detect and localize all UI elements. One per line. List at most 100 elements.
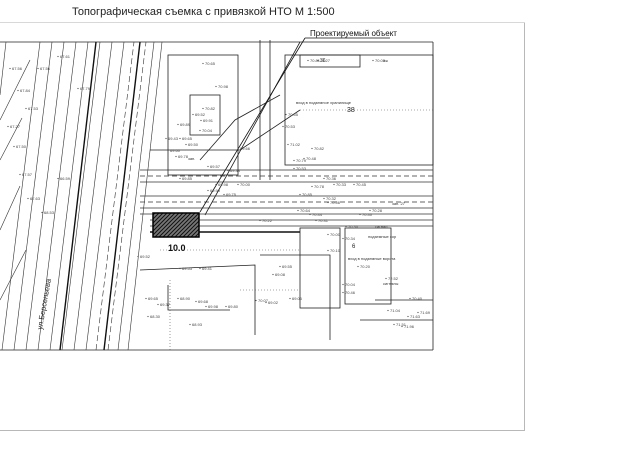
elevation-label: 67.79 (80, 86, 91, 91)
projected-object-label: Проектируемый объект (310, 29, 397, 38)
elevation-label: 69.53 (182, 266, 193, 271)
elevation-label: 70.04 (345, 282, 356, 287)
elevation-label: 69.98 (208, 304, 219, 309)
elevation-point (323, 197, 325, 200)
elevation-point (199, 129, 201, 132)
elevation-point (323, 177, 325, 180)
elevation-label: 69.89 (180, 122, 191, 127)
elevation-point (272, 273, 274, 276)
elevation-label: 70.53 (285, 124, 296, 129)
elevation-point (359, 213, 361, 216)
elevation-label: 70.40 (412, 296, 423, 301)
elevation-label: 70.78 (314, 184, 325, 189)
elevation-point (327, 249, 329, 252)
elevation-label: 72.52 (388, 276, 399, 281)
annotation-labels: вход в подземное хранилище вход в подзем… (188, 58, 406, 286)
elevation-label: 68.30 (150, 314, 161, 319)
elevation-label: 69.99 (210, 188, 221, 193)
elevation-label: 69.55 (282, 264, 293, 269)
elevation-point (179, 177, 181, 180)
elevation-point (345, 225, 347, 228)
annotation-label: подземные хор (368, 234, 397, 239)
elevation-label: 71.27 (320, 58, 331, 63)
elevation-label: 69.52 (195, 112, 206, 117)
elevation-point (255, 299, 257, 302)
elevation-label: 69.57 (210, 164, 221, 169)
elevation-label: 66.59 (60, 176, 71, 181)
elevation-point (307, 59, 309, 62)
elevation-label: 67.27 (10, 124, 21, 129)
elevation-point (57, 177, 59, 180)
elevation-point (77, 87, 79, 90)
elevation-point (317, 59, 319, 62)
elevation-label: 67.53 (28, 106, 39, 111)
elevation-label: 70.32 (326, 196, 337, 201)
elevation-label: 67.61 (60, 54, 71, 59)
elevation-label: 71.69 (420, 310, 431, 315)
elevation-point (237, 147, 239, 150)
elevation-label: 69.65 (182, 136, 193, 141)
elevation-point (225, 305, 227, 308)
sheet-right-edge (524, 22, 525, 430)
elevation-label: 70.82 (205, 106, 216, 111)
elevation-label: 69.08 (275, 272, 286, 277)
annotation-label: зап. 27 (392, 201, 406, 206)
elevation-point (393, 323, 395, 326)
elevation-point (137, 255, 139, 258)
elevation-point (303, 157, 305, 160)
elevation-label: 70.53 (296, 166, 307, 171)
elevation-point (357, 265, 359, 268)
elevation-label: 69.98 (218, 182, 229, 187)
elevation-point (287, 143, 289, 146)
elevation-point (342, 283, 344, 286)
building-outlines (139, 40, 434, 340)
elevation-point (311, 185, 313, 188)
elevation-label: 69.60 (170, 148, 181, 153)
annotation-label: сигнал (375, 224, 388, 229)
elevation-label: 69.41 (202, 266, 213, 271)
annotation-label: вход в подземное хранилище (296, 100, 352, 105)
elevation-point (237, 183, 239, 186)
elevation-point (327, 233, 329, 236)
elevation-point (342, 237, 344, 240)
elevation-label: 68.53 (44, 210, 55, 215)
elevation-label: 69.52 (140, 254, 151, 259)
annotation-label: нж (383, 58, 388, 63)
street-name-label: ул.Берсеньева (35, 277, 53, 330)
elevation-label: 69.65 (148, 296, 159, 301)
elevation-label: 70.65 (205, 61, 216, 66)
elevation-point (327, 201, 329, 204)
elevation-label: 70.34 (345, 236, 356, 241)
elevation-label: 67.56 (12, 66, 23, 71)
annotation-label: вход в подземные ворота (348, 256, 396, 261)
elevation-point (27, 197, 29, 200)
elevation-point (165, 137, 167, 140)
elevation-label: 70.36 (326, 176, 337, 181)
elevation-point (282, 125, 284, 128)
elevation-label: 69.78 (178, 154, 189, 159)
elevation-point (37, 67, 39, 70)
elevation-label: 69.43 (168, 136, 179, 141)
elevation-point (177, 123, 179, 126)
elevation-label: 69.38 (230, 168, 241, 173)
elevation-label: 70.22 (262, 218, 273, 223)
elevation-point (227, 169, 229, 172)
elevation-label: 70.00 (240, 182, 251, 187)
elevation-point (223, 193, 225, 196)
elevation-label: 69.75 (226, 192, 237, 197)
elevation-point (372, 59, 374, 62)
elevation-point (259, 219, 261, 222)
elevation-point (167, 149, 169, 152)
elevation-point (401, 325, 403, 328)
projected-object-size: 10.0 (168, 243, 186, 253)
elevation-point (157, 303, 159, 306)
elevation-label: 70.20 (360, 264, 371, 269)
annotation-label: сигналы (383, 281, 398, 286)
elevation-point (192, 113, 194, 116)
elevation-point (25, 107, 27, 110)
elevation-label: 70.55 (288, 112, 299, 117)
elevation-label: 70.64 (300, 208, 311, 213)
elevation-point (369, 209, 371, 212)
elevation-point (289, 297, 291, 300)
